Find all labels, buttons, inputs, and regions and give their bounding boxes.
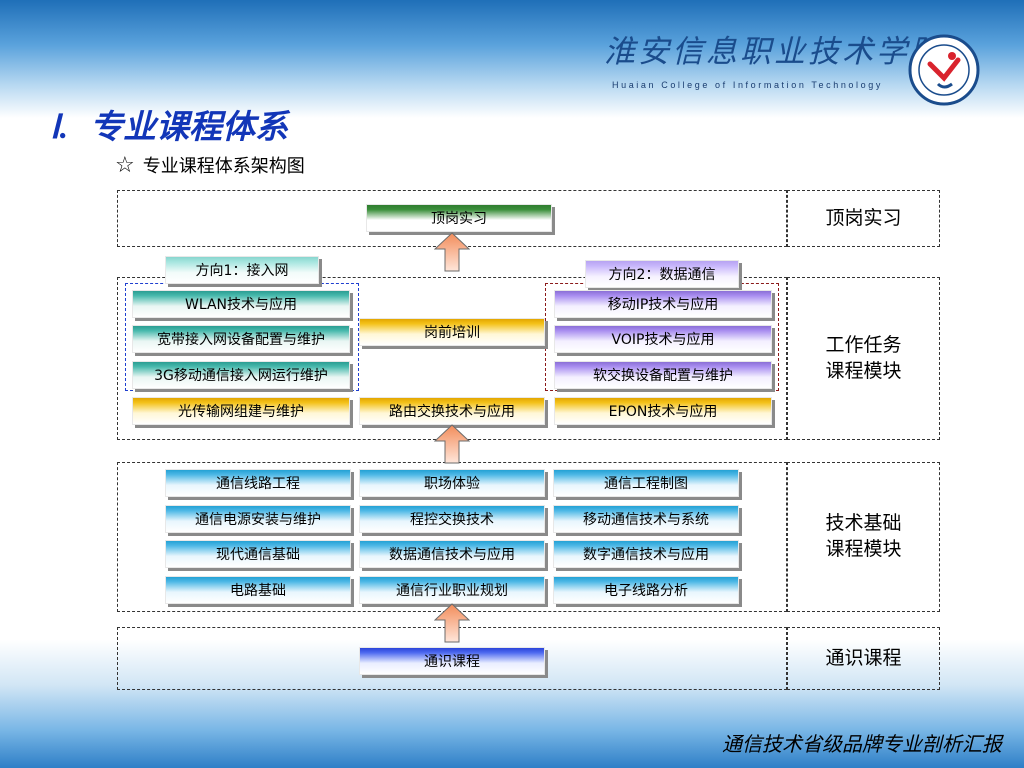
title-number: Ⅰ. bbox=[50, 110, 68, 146]
course-box-tech: 数据通信技术与应用 bbox=[359, 540, 545, 568]
general-education-section-label: 通识课程 bbox=[787, 627, 940, 690]
course-box-tech: 程控交换技术 bbox=[359, 505, 545, 533]
direction1-label: 方向1：接入网 bbox=[165, 256, 319, 284]
course-box-work-right: EPON技术与应用 bbox=[554, 397, 772, 425]
course-box-work-middle: 岗前培训 bbox=[359, 318, 545, 346]
course-box-tech: 通信工程制图 bbox=[553, 469, 739, 497]
internship-section-label: 顶岗实习 bbox=[787, 190, 940, 247]
work-task-section-label: 工作任务 课程模块 bbox=[787, 277, 940, 440]
course-box-tech: 电路基础 bbox=[165, 576, 351, 604]
footer-text: 通信技术省级品牌专业剖析汇报 bbox=[722, 732, 1002, 756]
college-emblem-icon bbox=[908, 34, 980, 106]
school-name-cn: 淮安信息职业技术学院 bbox=[604, 34, 944, 70]
course-box-work-middle: 路由交换技术与应用 bbox=[359, 397, 545, 425]
title-text: 专业课程体系 bbox=[89, 107, 288, 146]
course-box-tech: 现代通信基础 bbox=[165, 540, 351, 568]
course-box-tech: 移动通信技术与系统 bbox=[553, 505, 739, 533]
course-box-work-left: 3G移动通信接入网运行维护 bbox=[132, 361, 350, 389]
course-box-work-right: 软交换设备配置与维护 bbox=[554, 361, 772, 389]
course-box-tech: 通信线路工程 bbox=[165, 469, 351, 497]
up-arrow-icon bbox=[434, 232, 470, 272]
course-box-tech: 通信行业职业规划 bbox=[359, 576, 545, 604]
course-box-internship: 顶岗实习 bbox=[366, 204, 552, 232]
up-arrow-icon bbox=[434, 603, 470, 643]
direction2-label: 方向2：数据通信 bbox=[585, 260, 739, 288]
star-icon: ☆ bbox=[115, 153, 135, 178]
diagram-subtitle: ☆ 专业课程体系架构图 bbox=[115, 152, 305, 178]
course-box-work-left: 光传输网组建与维护 bbox=[132, 397, 350, 425]
tech-foundation-section-label: 技术基础 课程模块 bbox=[787, 462, 940, 612]
page-title: Ⅰ. 专业课程体系 bbox=[50, 100, 288, 148]
subtitle-text: 专业课程体系架构图 bbox=[142, 156, 305, 177]
course-box-work-left: WLAN技术与应用 bbox=[132, 290, 350, 318]
course-box-tech: 数字通信技术与应用 bbox=[553, 540, 739, 568]
course-box-work-right: VOIP技术与应用 bbox=[554, 325, 772, 353]
school-name-en: Huaian College of Information Technology bbox=[612, 80, 883, 90]
course-box-tech: 电子线路分析 bbox=[553, 576, 739, 604]
course-box-work-left: 宽带接入网设备配置与维护 bbox=[132, 325, 350, 353]
course-box-work-right: 移动IP技术与应用 bbox=[554, 290, 772, 318]
course-box-tech: 通信电源安装与维护 bbox=[165, 505, 351, 533]
header-background bbox=[0, 0, 1024, 118]
course-box-tech: 职场体验 bbox=[359, 469, 545, 497]
course-box-general: 通识课程 bbox=[359, 647, 545, 675]
up-arrow-icon bbox=[434, 424, 470, 464]
